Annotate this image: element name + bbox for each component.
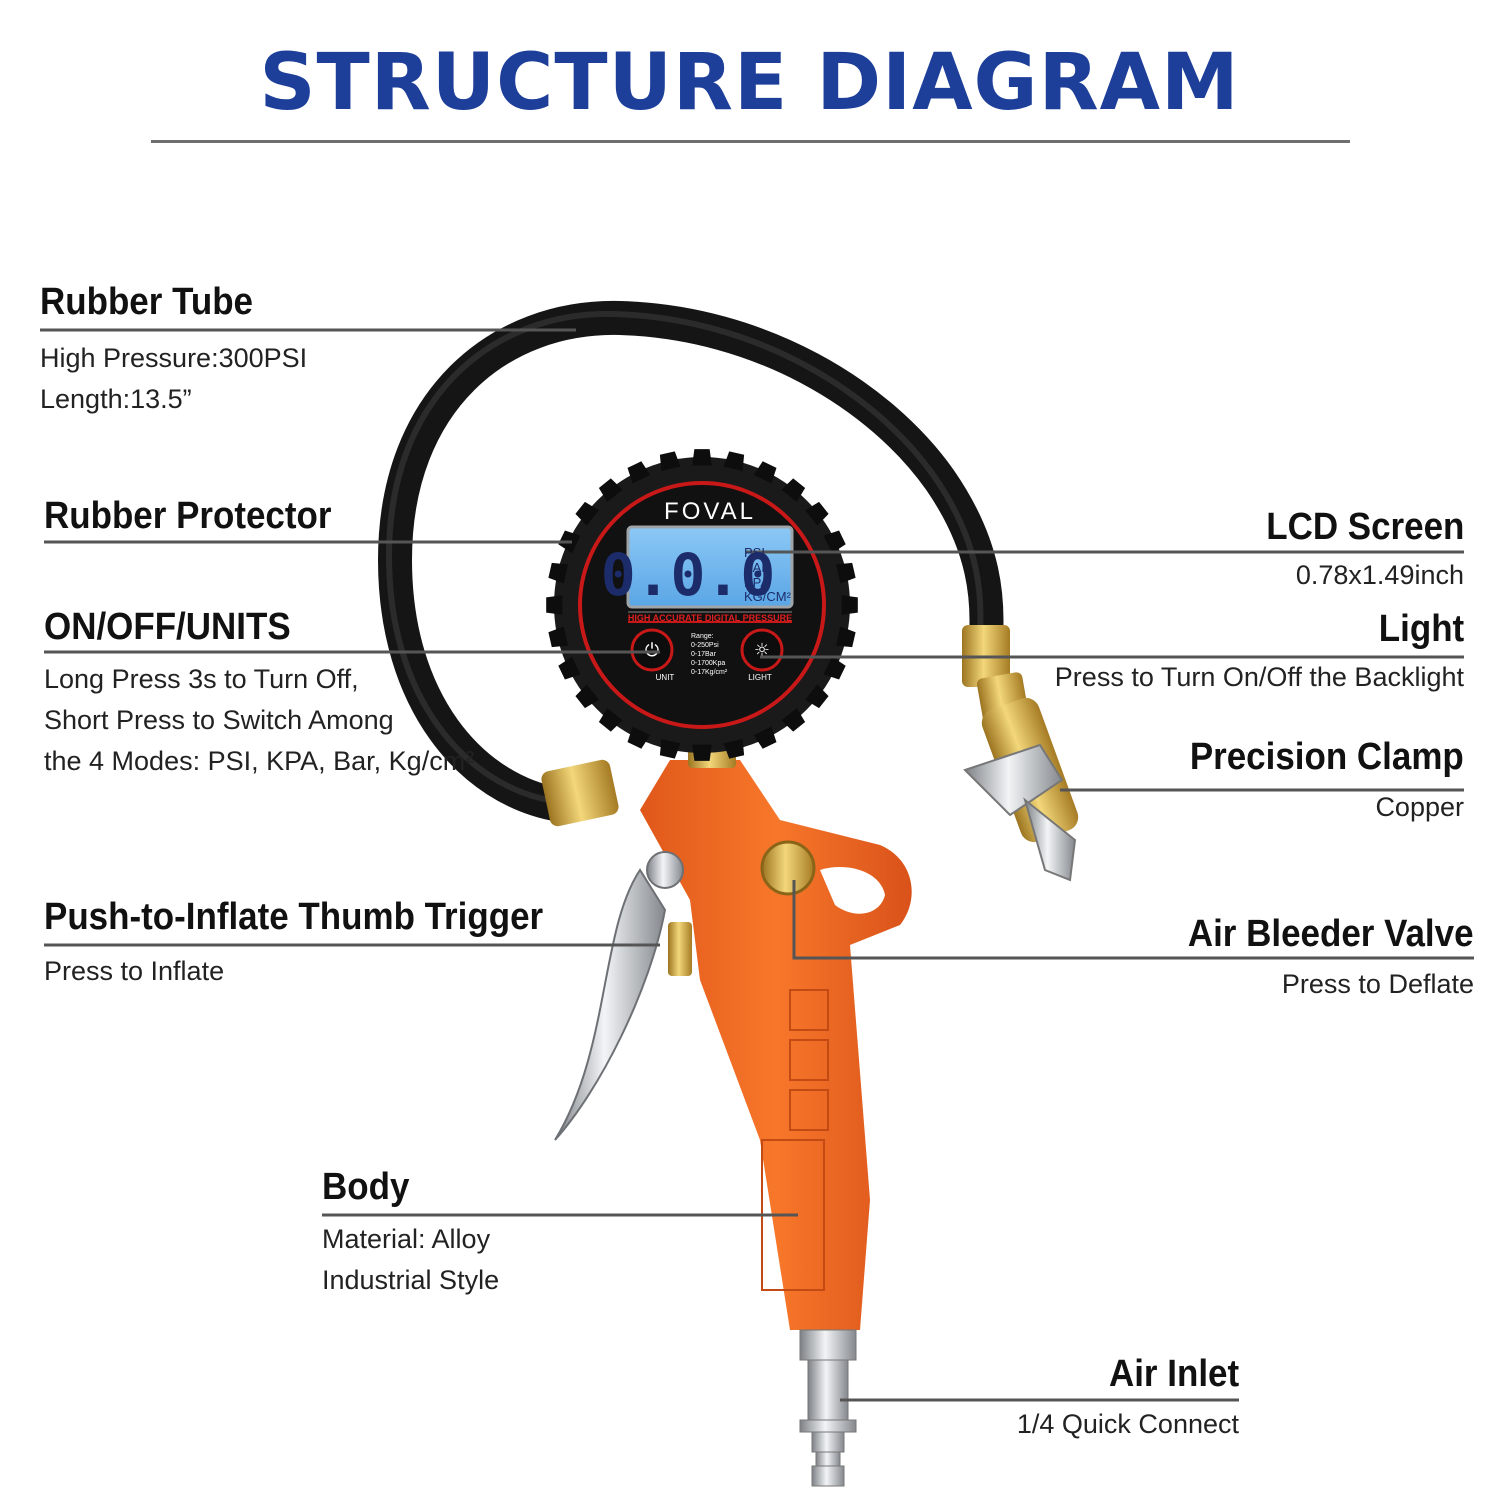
protector-tooth xyxy=(598,478,623,502)
protector-tooth xyxy=(723,738,745,759)
label-title: Rubber Protector xyxy=(44,495,332,537)
gauge-range-4: 0-17Kg/cm² xyxy=(691,669,728,676)
gauge-range-2: 0-17Bar xyxy=(691,651,717,658)
label-on-off-units: ON/OFF/UNITS Long Press 3s to Turn Off, … xyxy=(44,605,474,782)
lcd-unit-kgcm: KG/CM² xyxy=(744,589,792,604)
label-body: Body Material: Alloy Industrial Style xyxy=(322,1165,499,1301)
protector-tooth xyxy=(781,478,806,502)
label-light: Light Press to Turn On/Off the Backlight xyxy=(1055,607,1464,698)
label-line: Copper xyxy=(1375,792,1464,822)
label-rubber-tube: Rubber Tube High Pressure:300PSI Length:… xyxy=(40,280,307,420)
bleeder-valve-knob xyxy=(760,840,816,896)
protector-tooth xyxy=(692,744,712,761)
protector-tooth xyxy=(548,626,569,648)
label-title: Body xyxy=(322,1166,410,1208)
label-title: Light xyxy=(1378,608,1464,650)
protector-tooth xyxy=(805,684,829,709)
protector-tooth xyxy=(627,461,651,484)
protector-tooth xyxy=(805,501,829,526)
protector-tooth xyxy=(575,684,599,709)
label-title: Rubber Tube xyxy=(40,281,253,323)
label-air-bleeder-valve: Air Bleeder Valve Press to Deflate xyxy=(1163,912,1474,1005)
label-line: Short Press to Switch Among xyxy=(44,705,394,735)
thumb-trigger xyxy=(554,851,692,1141)
protector-tooth xyxy=(835,626,856,648)
label-line: Press to Deflate xyxy=(1281,969,1474,999)
label-line: Industrial Style xyxy=(322,1265,500,1295)
protector-tooth xyxy=(659,451,681,472)
label-title: Precision Clamp xyxy=(1190,736,1464,778)
precision-clamp xyxy=(963,697,1079,882)
light-button[interactable] xyxy=(740,628,784,672)
protector-tooth xyxy=(598,708,623,732)
label-line: Long Press 3s to Turn Off, xyxy=(44,664,359,694)
protector-tooth xyxy=(575,501,599,526)
gauge-range-1: 0-250Psi xyxy=(691,642,719,649)
label-air-inlet: Air Inlet 1/4 Quick Connect xyxy=(1017,1352,1239,1445)
protector-tooth xyxy=(692,449,712,466)
protector-tooth xyxy=(823,530,846,554)
protector-tooth xyxy=(753,726,777,749)
gauge-unit-label: UNIT xyxy=(656,673,675,682)
unit-button[interactable] xyxy=(630,628,674,672)
gauge-range-0: Range: xyxy=(691,633,714,640)
rubber-hose xyxy=(377,300,1004,822)
protector-tooth xyxy=(841,595,858,615)
protector-tooth xyxy=(835,562,856,584)
label-line: 1/4 Quick Connect xyxy=(1016,1409,1239,1439)
label-title: Air Bleeder Valve xyxy=(1188,913,1474,955)
air-inlet-connector xyxy=(799,1329,857,1487)
label-line: Material: Alloy xyxy=(322,1224,491,1254)
protector-tooth xyxy=(558,656,581,680)
leader-air-bleeder-valve xyxy=(792,880,1474,960)
protector-tooth xyxy=(723,451,745,472)
label-line: Press to Turn On/Off the Backlight xyxy=(1054,662,1464,692)
label-lcd-screen: LCD Screen 0.78x1.49inch xyxy=(1249,505,1464,596)
digital-gauge: ⏻ ☼ xyxy=(546,449,858,761)
title-underline xyxy=(151,140,1350,143)
lcd-unit-bar: BAR xyxy=(744,560,771,575)
gauge-subtitle: HIGH ACCURATE DIGITAL PRESSURE xyxy=(628,613,792,623)
leader-lines xyxy=(40,328,1474,1402)
protector-tooth xyxy=(823,656,846,680)
label-line: Length:13.5” xyxy=(40,384,192,414)
protector-tooth xyxy=(659,738,681,759)
lcd-unit-psi: PSI xyxy=(744,545,765,560)
page-title: STRUCTURE DIAGRAM xyxy=(259,38,1240,128)
label-line: 0.78x1.49inch xyxy=(1295,560,1464,590)
protector-tooth xyxy=(627,726,651,749)
label-title: Push-to-Inflate Thumb Trigger xyxy=(44,896,544,938)
label-line: Press to Inflate xyxy=(44,956,225,986)
lcd-unit-kpa: KPA xyxy=(744,575,769,590)
gauge-range-3: 0-1700Kpa xyxy=(691,660,725,667)
protector-tooth xyxy=(781,708,806,732)
protector-tooth xyxy=(548,562,569,584)
label-title: ON/OFF/UNITS xyxy=(44,606,291,648)
label-title: Air Inlet xyxy=(1108,1353,1239,1395)
protector-tooth xyxy=(546,595,563,615)
gauge-brand: FOVAL xyxy=(664,498,756,525)
label-line: the 4 Modes: PSI, KPA, Bar, Kg/cm² xyxy=(44,746,475,776)
label-line: High Pressure:300PSI xyxy=(40,343,308,373)
label-title: LCD Screen xyxy=(1265,506,1464,548)
protector-tooth xyxy=(753,461,777,484)
lcd-readout: 0.0.0 xyxy=(601,541,776,609)
gauge-light-label: LIGHT xyxy=(748,673,772,682)
label-precision-clamp: Precision Clamp Copper xyxy=(1166,735,1464,828)
lcd-screen xyxy=(626,525,794,609)
label-thumb-trigger: Push-to-Inflate Thumb Trigger Press to I… xyxy=(44,895,587,992)
inflator-body xyxy=(640,728,912,1330)
label-rubber-protector: Rubber Protector xyxy=(44,494,356,538)
